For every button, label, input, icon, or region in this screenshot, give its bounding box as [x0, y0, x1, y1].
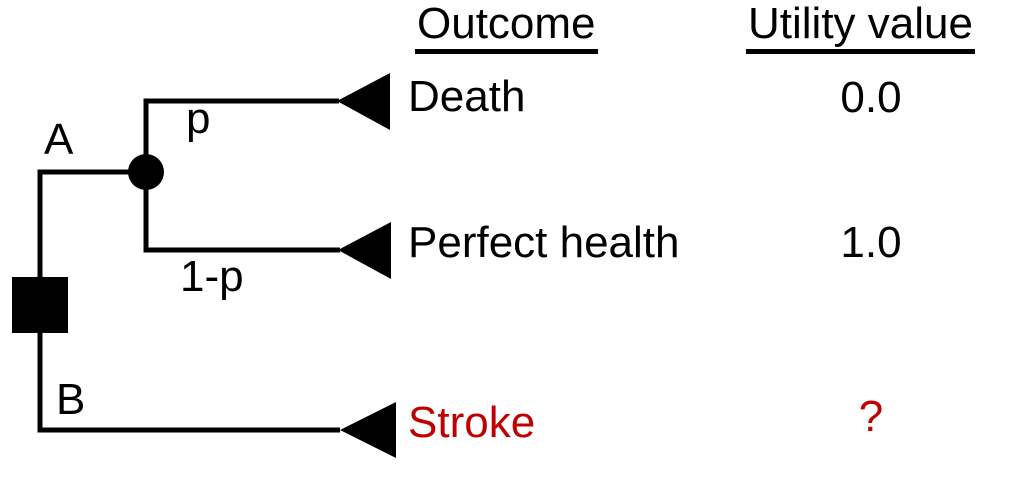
terminal-node-perfect-health-triangle — [338, 222, 391, 279]
outcome-death-label: Death — [408, 72, 526, 121]
outcome-perfect-health-label: Perfect health — [408, 218, 680, 267]
chance-node-circle — [128, 154, 164, 190]
chance-branch-p-line — [143, 98, 339, 180]
chance-branch-1-p-line — [143, 164, 340, 253]
branch-b-label: B — [56, 375, 86, 424]
utility-column: Utility value — [746, 0, 975, 54]
outcome-header: Outcome — [415, 0, 598, 54]
utility-value-header: Utility value — [746, 0, 975, 54]
branch-a-label: A — [44, 115, 74, 164]
decision-node-square — [12, 277, 68, 333]
utility-death-value: 0.0 — [840, 73, 902, 122]
probability-1-p-label: 1-p — [180, 252, 244, 301]
utility-stroke-value: ? — [858, 392, 884, 441]
probability-p-label: p — [186, 94, 211, 143]
outcome-stroke-label: Stroke — [408, 398, 536, 447]
utility-perfect-health-value: 1.0 — [840, 218, 902, 267]
terminal-node-death-triangle — [337, 73, 390, 130]
outcome-column: Outcome — [415, 0, 598, 54]
terminal-node-stroke-triangle — [340, 402, 396, 458]
